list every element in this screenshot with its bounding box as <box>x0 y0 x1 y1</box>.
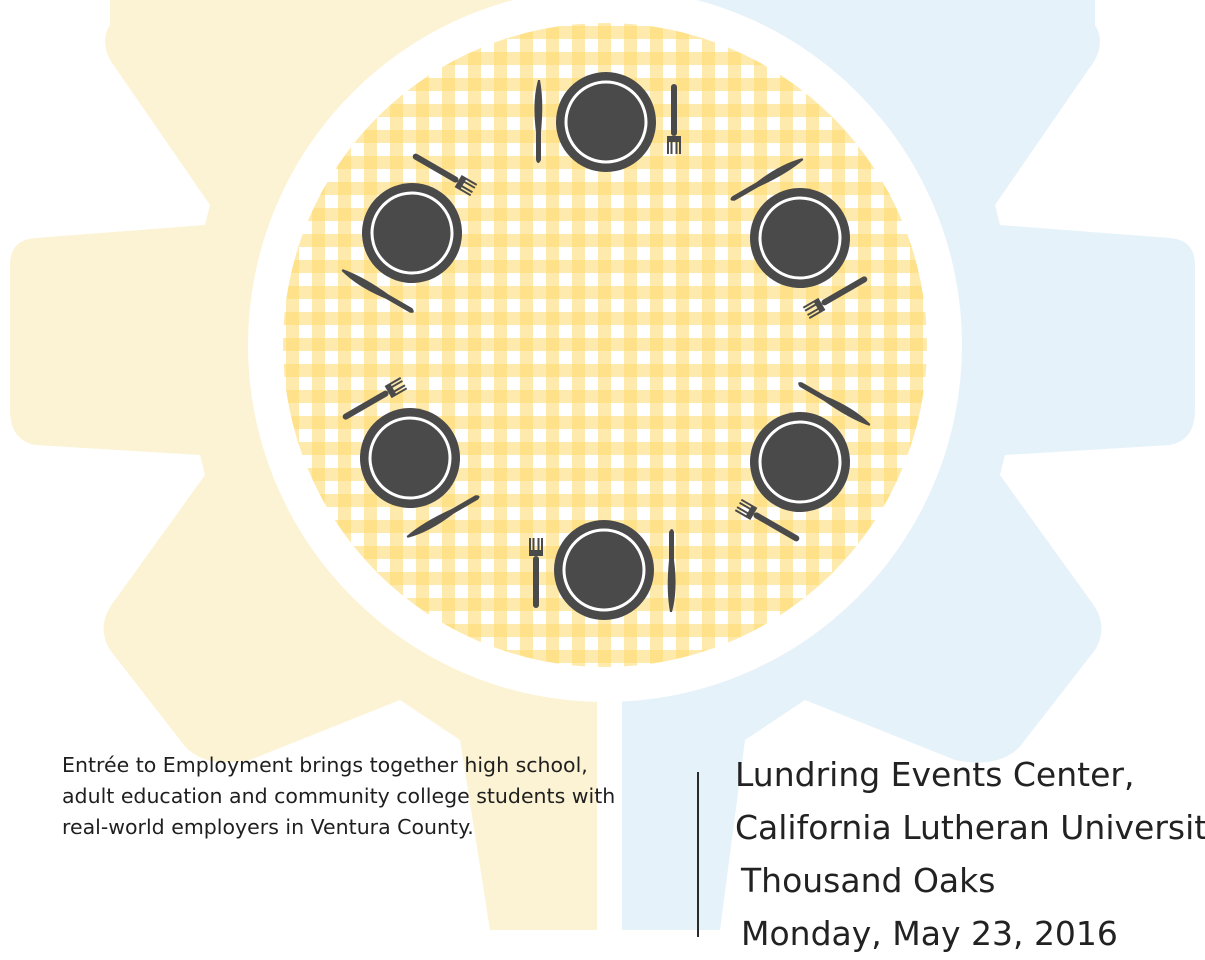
event-details: Lundring Events Center, California Luthe… <box>735 748 1205 960</box>
venue-name: Lundring Events Center, <box>735 755 1135 794</box>
venue-city: Thousand Oaks <box>741 861 996 900</box>
event-description: Entrée to Employment brings together hig… <box>62 753 616 839</box>
divider-line <box>697 772 699 937</box>
gear-stem <box>597 670 622 930</box>
gingham-tablecloth <box>283 23 927 667</box>
event-date: Monday, May 23, 2016 <box>741 914 1118 953</box>
venue-university: California Lutheran University <box>735 808 1205 847</box>
poster-illustration <box>10 0 1195 930</box>
